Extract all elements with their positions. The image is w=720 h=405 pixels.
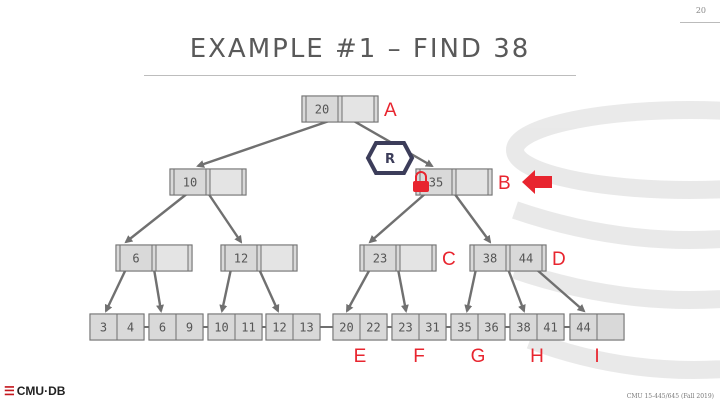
- logo-text: CMU·DB: [16, 384, 66, 398]
- node-key: 4: [127, 321, 134, 335]
- node-label: F: [413, 346, 425, 367]
- node-key: 44: [576, 321, 590, 335]
- slide-number-rule: [680, 22, 720, 23]
- edge-n35-n3844: [453, 192, 492, 244]
- inner-node-n12: 12: [220, 244, 298, 272]
- node-label: I: [594, 346, 599, 367]
- node-key: 6: [159, 321, 166, 335]
- leaf-node-l1213: 12 13: [265, 313, 321, 341]
- read-latch: R: [365, 141, 415, 175]
- node-key: 38: [516, 321, 530, 335]
- db-logo-icon: ☰: [4, 384, 15, 398]
- node-key: 31: [425, 321, 439, 335]
- node-key: 9: [186, 321, 193, 335]
- node-key: 23: [398, 321, 412, 335]
- edge-n6-l69: [152, 268, 164, 313]
- edge-n23-l2022: [345, 268, 372, 313]
- node-label: H: [530, 346, 544, 367]
- node-key: 35: [457, 321, 471, 335]
- leaf-node-l2331: 23 31: [391, 313, 447, 341]
- edge-n12-l1011: [219, 268, 233, 313]
- node-label: D: [552, 249, 566, 270]
- node-label: B: [498, 173, 511, 194]
- node-key: 6: [132, 252, 139, 266]
- node-key: 20: [315, 103, 329, 117]
- edge-n6-l34: [104, 268, 128, 313]
- node-label: G: [471, 346, 486, 367]
- latch-label: R: [385, 152, 395, 167]
- leaf-node-l1011: 10 11: [207, 313, 263, 341]
- leaf-node-l3536: 35 36: [450, 313, 506, 341]
- node-key: 11: [241, 321, 255, 335]
- lock-icon: [413, 171, 429, 192]
- node-key: 44: [519, 252, 533, 266]
- inner-node-n23: 23: [359, 244, 437, 272]
- node-key: 10: [214, 321, 228, 335]
- node-key: 3: [100, 321, 107, 335]
- edge-n10-n6: [124, 192, 189, 244]
- edge-n3844-l3536: [464, 268, 478, 313]
- edges: [104, 118, 586, 328]
- node-key: 22: [366, 321, 380, 335]
- inner-node-root: 20: [301, 95, 379, 123]
- node-key: 35: [429, 176, 443, 190]
- node-key: 36: [484, 321, 498, 335]
- edge-n23-l2331: [396, 268, 409, 313]
- node-key: 41: [543, 321, 557, 335]
- inner-node-n3844: 38 44: [469, 244, 547, 272]
- slide-title: EXAMPLE #1 – FIND 38: [189, 34, 531, 64]
- edge-n3844-l44: [535, 268, 586, 313]
- inner-node-n10: 10: [169, 168, 247, 196]
- node-key: 23: [373, 252, 387, 266]
- node-label: E: [354, 346, 367, 367]
- node-key: 20: [339, 321, 353, 335]
- node-key: 12: [272, 321, 286, 335]
- edge-n10-n12: [207, 192, 243, 244]
- node-key: 38: [483, 252, 497, 266]
- inner-node-n6: 6: [115, 244, 193, 272]
- title-rule: [144, 75, 576, 76]
- edge-n3844-l3841: [506, 268, 526, 313]
- course-footer: CMU 15-445/645 (Fall 2019): [626, 393, 714, 400]
- edge-n35-n23: [368, 192, 427, 244]
- slide-number: 20: [695, 6, 706, 15]
- edge-root-n10: [196, 118, 333, 168]
- database-watermark: [506, 101, 720, 379]
- node-labels: A B C D E F G H I: [354, 100, 600, 367]
- leaf-node-l44: 44: [569, 313, 625, 341]
- node-key: 13: [299, 321, 313, 335]
- pointer-arrow-icon: [522, 170, 552, 194]
- node-label: C: [442, 249, 456, 270]
- node-key: 12: [234, 252, 248, 266]
- node-key: 10: [183, 176, 197, 190]
- cmu-db-logo: ☰ CMU·DB: [4, 384, 65, 398]
- leaf-node-l3841: 38 41: [509, 313, 565, 341]
- node-label: A: [384, 100, 397, 121]
- edge-n12-l1213: [257, 268, 280, 313]
